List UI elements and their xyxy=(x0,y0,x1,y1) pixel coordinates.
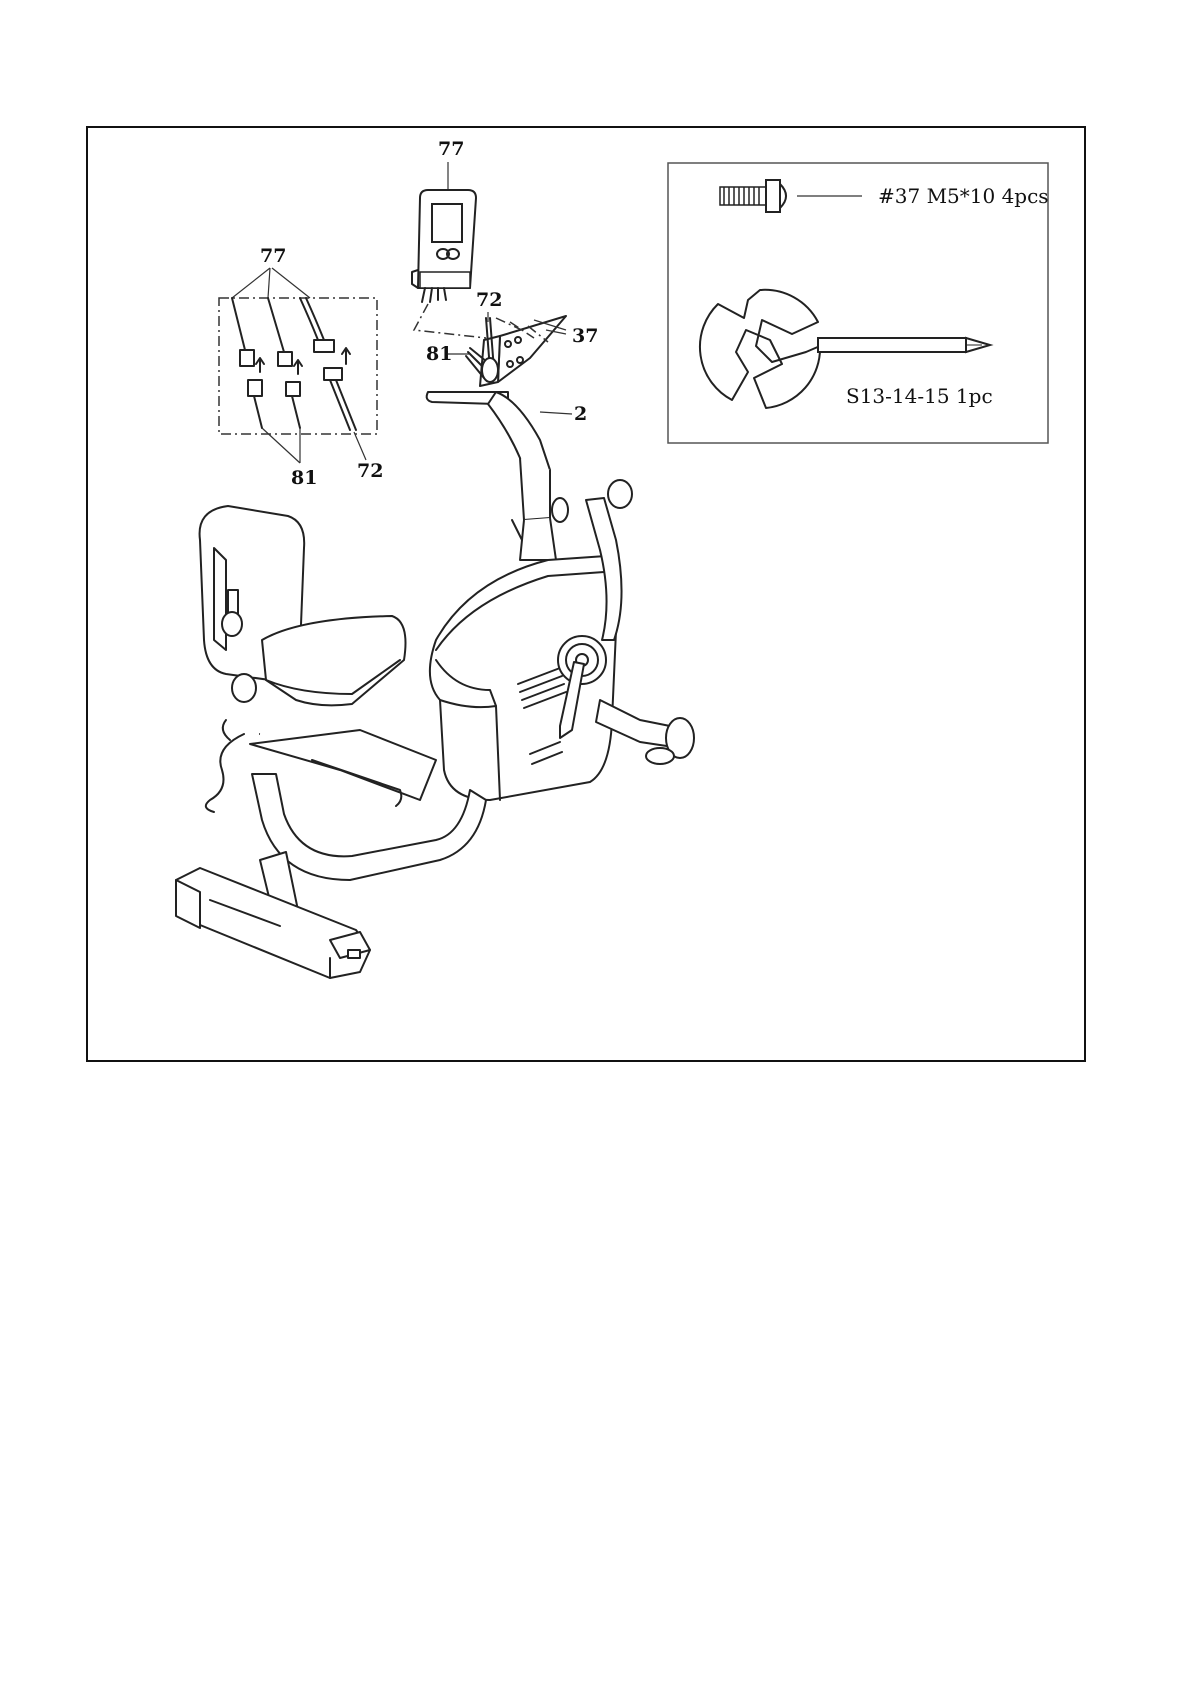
socket-icon xyxy=(248,380,262,396)
console-callout-77: 77 xyxy=(438,138,464,160)
inset-callout-77: 77 xyxy=(260,245,286,267)
cable-bundle xyxy=(466,318,498,382)
console-icon: 77 xyxy=(412,138,476,302)
pedal-icon xyxy=(608,480,632,508)
pulse-wire xyxy=(206,734,244,812)
plug-icon xyxy=(278,352,292,366)
screw-label: #37 M5*10 4pcs xyxy=(878,184,1049,208)
knob-icon xyxy=(552,498,568,522)
socket-icon xyxy=(286,382,300,396)
connector-inset: 77 81 72 xyxy=(219,245,383,489)
wrench-label: S13-14-15 1pc xyxy=(846,384,993,408)
plug-icon xyxy=(314,340,334,352)
adjust-knob-icon xyxy=(232,674,256,702)
end-cap-icon xyxy=(348,950,360,958)
hardware-box: #37 M5*10 4pcs S13-14-15 1pc xyxy=(668,163,1049,443)
inset-callout-72: 72 xyxy=(357,460,383,482)
arrow-icon xyxy=(342,348,350,364)
callout-37: 37 xyxy=(572,325,598,347)
screw-icon xyxy=(720,180,862,212)
callout-72: 72 xyxy=(476,289,502,311)
inset-callout-81: 81 xyxy=(291,467,317,489)
arrow-icon xyxy=(256,358,264,372)
arrow-icon xyxy=(294,360,302,374)
socket-icon xyxy=(324,368,342,380)
recumbent-bike-frame xyxy=(176,480,694,978)
callout-2: 2 xyxy=(574,403,587,425)
handlebar-post xyxy=(427,392,568,560)
plug-icon xyxy=(240,350,254,366)
